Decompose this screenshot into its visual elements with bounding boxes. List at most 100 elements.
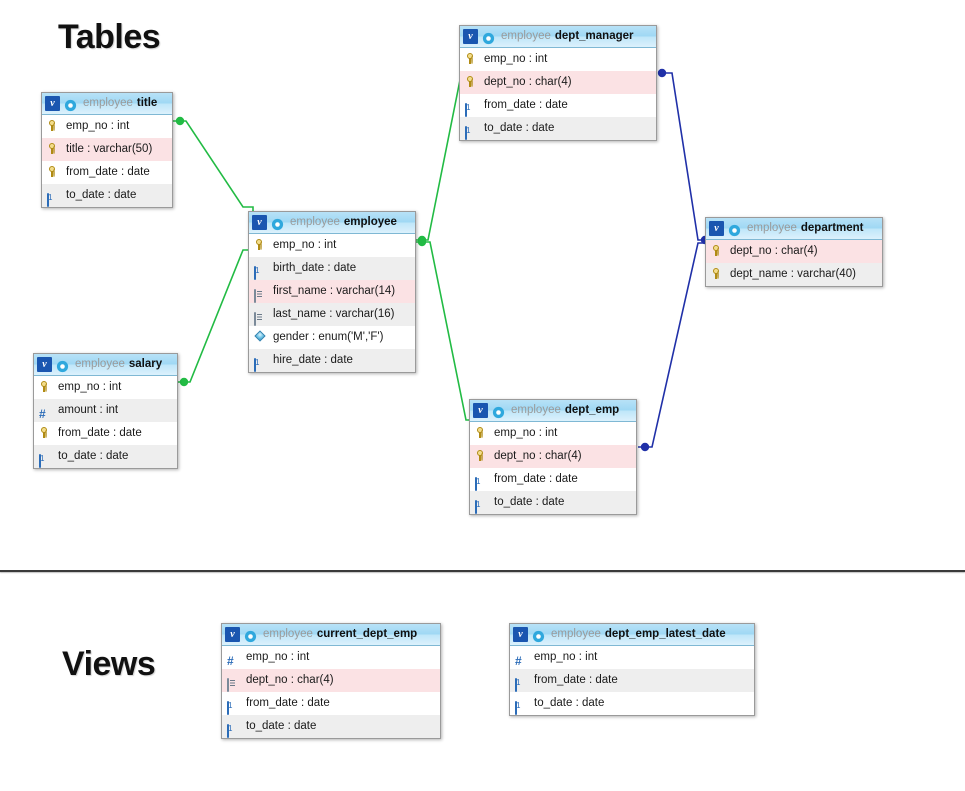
- column-row[interactable]: hire_date : date: [249, 349, 415, 372]
- entity-name-label: current_dept_emp: [316, 628, 418, 640]
- column-row[interactable]: emp_no : int: [460, 48, 656, 71]
- column-row[interactable]: dept_no : char(4): [460, 71, 656, 94]
- entity-schema-label: employee: [75, 358, 125, 370]
- number-icon: #: [227, 653, 234, 668]
- column-label: last_name : varchar(16): [273, 308, 395, 320]
- view-badge-icon: v: [709, 221, 724, 236]
- column-row[interactable]: from_date : date: [470, 468, 636, 491]
- column-label: from_date : date: [246, 697, 330, 709]
- entity-salary[interactable]: v employee salary emp_no : int # amount …: [33, 353, 178, 469]
- entity-name-label: title: [136, 97, 158, 109]
- date-icon: [254, 262, 267, 280]
- column-label: emp_no : int: [484, 53, 548, 65]
- gear-icon: [728, 222, 741, 237]
- column-row[interactable]: to_date : date: [510, 692, 754, 715]
- entity-dept-manager[interactable]: v employee dept_manager emp_no : int dep…: [459, 25, 657, 141]
- text-icon: [254, 285, 267, 303]
- section-divider: [0, 570, 965, 572]
- column-label: hire_date : date: [273, 354, 353, 366]
- entity-schema-label: employee: [501, 30, 551, 42]
- entity-name-label: dept_emp: [564, 404, 620, 416]
- column-row[interactable]: first_name : varchar(14): [249, 280, 415, 303]
- column-label: dept_no : char(4): [730, 245, 818, 257]
- entity-title[interactable]: v employee title emp_no : int title : va…: [41, 92, 173, 208]
- gear-icon: [482, 30, 495, 45]
- column-row[interactable]: emp_no : int: [470, 422, 636, 445]
- date-icon: [515, 674, 528, 692]
- column-row[interactable]: to_date : date: [222, 715, 440, 738]
- entity-schema-label: employee: [551, 628, 601, 640]
- entity-header-salary[interactable]: v employee salary: [34, 354, 177, 376]
- entity-header-title[interactable]: v employee title: [42, 93, 172, 115]
- column-row[interactable]: emp_no : int: [42, 115, 172, 138]
- entity-dept-emp[interactable]: v employee dept_emp emp_no : int dept_no…: [469, 399, 637, 515]
- entity-current-dept-emp[interactable]: v employee current_dept_emp # emp_no : i…: [221, 623, 441, 739]
- column-label: dept_no : char(4): [494, 450, 582, 462]
- column-row[interactable]: # amount : int: [34, 399, 177, 422]
- entity-name-label: department: [800, 222, 864, 234]
- column-label: from_date : date: [58, 427, 142, 439]
- edge-dept-manager-department: [657, 68, 710, 245]
- view-badge-icon: v: [225, 627, 240, 642]
- column-row[interactable]: # emp_no : int: [222, 646, 440, 669]
- number-icon: #: [515, 653, 522, 668]
- column-row[interactable]: birth_date : date: [249, 257, 415, 280]
- number-icon: #: [39, 406, 46, 421]
- column-row[interactable]: to_date : date: [460, 117, 656, 140]
- column-row[interactable]: from_date : date: [42, 161, 172, 184]
- column-row[interactable]: emp_no : int: [249, 234, 415, 257]
- column-row[interactable]: dept_name : varchar(40): [706, 263, 882, 286]
- key-icon: [711, 245, 724, 258]
- column-label: to_date : date: [58, 450, 129, 462]
- entity-department[interactable]: v employee department dept_no : char(4) …: [705, 217, 883, 287]
- column-label: emp_no : int: [246, 651, 310, 663]
- entity-header-dept-manager[interactable]: v employee dept_manager: [460, 26, 656, 48]
- section-heading-tables: Tables: [58, 18, 161, 56]
- column-row[interactable]: dept_no : char(4): [706, 240, 882, 263]
- view-badge-icon: v: [463, 29, 478, 44]
- column-row[interactable]: to_date : date: [470, 491, 636, 514]
- column-row[interactable]: title : varchar(50): [42, 138, 172, 161]
- key-icon: [47, 120, 60, 133]
- column-row[interactable]: from_date : date: [460, 94, 656, 117]
- column-label: to_date : date: [494, 496, 565, 508]
- entity-schema-label: employee: [511, 404, 561, 416]
- column-row[interactable]: emp_no : int: [34, 376, 177, 399]
- entity-header-current-dept-emp[interactable]: v employee current_dept_emp: [222, 624, 440, 646]
- column-label: gender : enum('M','F'): [273, 331, 384, 343]
- key-icon: [465, 53, 478, 66]
- column-row[interactable]: to_date : date: [34, 445, 177, 468]
- entity-employee[interactable]: v employee employee emp_no : int birth_d…: [248, 211, 416, 373]
- column-label: dept_no : char(4): [246, 674, 334, 686]
- column-row[interactable]: gender : enum('M','F'): [249, 326, 415, 349]
- view-badge-icon: v: [252, 215, 267, 230]
- column-label: to_date : date: [534, 697, 605, 709]
- entity-header-dept-emp[interactable]: v employee dept_emp: [470, 400, 636, 422]
- key-icon: [47, 166, 60, 179]
- column-row[interactable]: to_date : date: [42, 184, 172, 207]
- column-label: to_date : date: [246, 720, 317, 732]
- column-row[interactable]: # emp_no : int: [510, 646, 754, 669]
- date-icon: [227, 697, 240, 715]
- column-row[interactable]: from_date : date: [510, 669, 754, 692]
- entity-name-label: dept_emp_latest_date: [604, 628, 726, 640]
- entity-header-employee[interactable]: v employee employee: [249, 212, 415, 234]
- gear-icon: [271, 216, 284, 231]
- entity-dept-emp-latest-date[interactable]: v employee dept_emp_latest_date # emp_no…: [509, 623, 755, 716]
- column-label: title : varchar(50): [66, 143, 153, 155]
- column-label: from_date : date: [494, 473, 578, 485]
- column-row[interactable]: from_date : date: [34, 422, 177, 445]
- column-label: dept_no : char(4): [484, 76, 572, 88]
- column-label: emp_no : int: [58, 381, 122, 393]
- entity-header-dept-emp-latest-date[interactable]: v employee dept_emp_latest_date: [510, 624, 754, 646]
- entity-header-department[interactable]: v employee department: [706, 218, 882, 240]
- column-row[interactable]: dept_no : char(4): [222, 669, 440, 692]
- gear-icon: [64, 97, 77, 112]
- column-row[interactable]: last_name : varchar(16): [249, 303, 415, 326]
- column-label: from_date : date: [484, 99, 568, 111]
- edge-salary-employee: [178, 240, 254, 387]
- date-icon: [254, 354, 267, 372]
- text-icon: [254, 308, 267, 326]
- column-row[interactable]: dept_no : char(4): [470, 445, 636, 468]
- column-row[interactable]: from_date : date: [222, 692, 440, 715]
